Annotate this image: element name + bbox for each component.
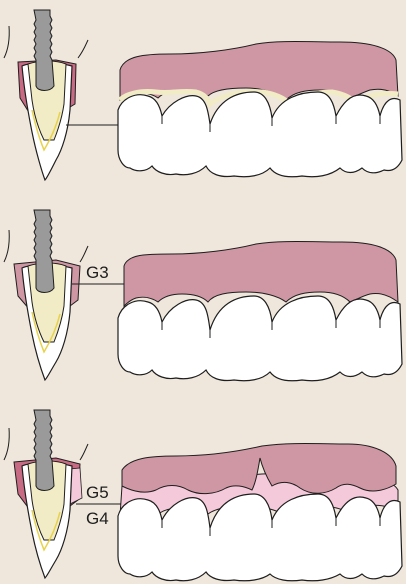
label-g5: G5 — [86, 483, 109, 502]
label-g3: G3 — [86, 263, 109, 282]
panel-2: G3 — [4, 210, 402, 381]
dental-arch — [118, 42, 402, 177]
implant-screw — [34, 10, 54, 91]
implant-cross-section — [4, 10, 88, 180]
teeth-row — [118, 296, 402, 381]
label-g4: G4 — [86, 509, 109, 528]
implant-socket-line-left — [4, 428, 9, 460]
teeth-row — [118, 92, 402, 177]
implant-cross-section — [4, 410, 88, 578]
implant-socket-line-right — [80, 246, 88, 262]
implant-socket-line-left — [4, 26, 9, 58]
implant-cross-section — [4, 210, 88, 380]
implant-socket-line-right — [78, 40, 88, 58]
panel-3: G5 G4 — [4, 410, 402, 581]
panel-1 — [4, 10, 402, 180]
implant-screw — [34, 410, 54, 491]
dental-arch — [118, 444, 402, 581]
gum-band — [124, 242, 398, 307]
implant-socket-line-left — [4, 230, 9, 262]
implant-screw — [34, 210, 54, 293]
dental-arch — [118, 242, 402, 381]
implant-socket-line-right — [80, 444, 88, 460]
